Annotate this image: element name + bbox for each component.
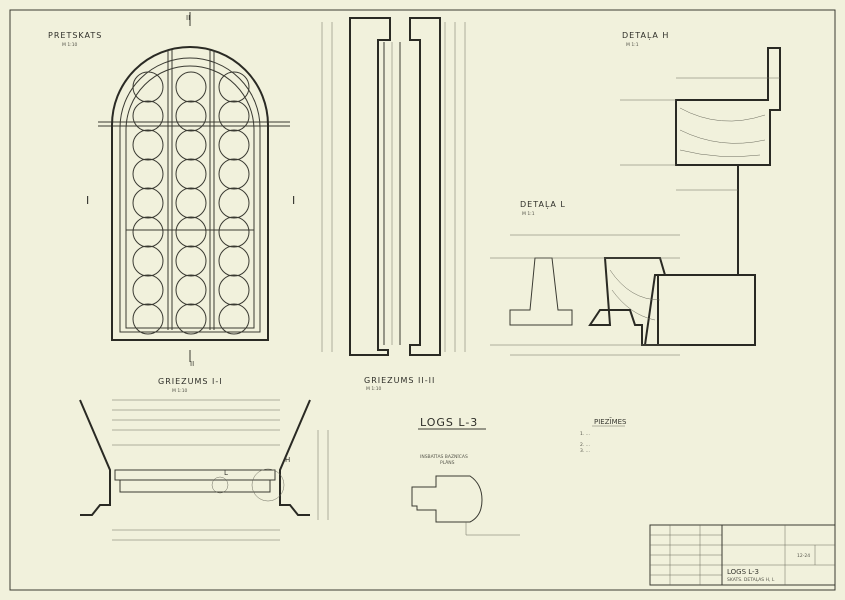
window-frame-outer [111,46,269,341]
glazing-circle [132,303,164,335]
detail-l-title: DETAĻA L [520,200,566,210]
section-mark-top: II [186,14,190,22]
glazing-circle [175,245,207,277]
title-block-drawing-sub: SKATS. DETAĻAS H, L [727,577,775,583]
section-2-scale: M 1:10 [366,386,382,392]
title-block: LOGS L-3 SKATS. DETAĻAS H, L 12-24 [649,524,836,586]
front-view: PRETSKATS M 1:10 II II I I [48,12,296,368]
detail-l-scale: M 1:1 [522,211,535,217]
glazing-circle [175,158,207,190]
glazing-circle [175,100,207,132]
glazing-circle [132,216,164,248]
glazing-circle [175,71,207,103]
section-mark-bottom: II [190,360,194,368]
marker-l: L [224,469,228,477]
window-glazing-circles [132,71,250,335]
sheet-border [9,9,836,591]
section-2-title: GRIEZUMS II-II [364,376,435,385]
glazing-circle [175,216,207,248]
section-mark-right: I [292,194,296,207]
church-plan-outline [411,475,483,523]
glazing-circle [218,274,250,306]
glazing-circle [218,100,250,132]
note-item: 1. ... [580,431,590,437]
title-block-drawing: LOGS L-3 [727,568,759,576]
plan-caption-1: INSBATĪAS BAZNĪCAS [420,453,468,460]
section-2-view: GRIEZUMS II-II M 1:10 [321,17,466,392]
window-plan-view: LOGS L-3 INSBATĪAS BAZNĪCAS PLĀNS [411,416,520,536]
glazing-circle [132,158,164,190]
glazing-circle [175,129,207,161]
glazing-circle [218,129,250,161]
plan-caption-2: PLĀNS [440,459,455,466]
note-item: 3. ... [580,448,590,454]
glazing-circle [132,129,164,161]
detail-l-view: DETAĻA L M 1:1 [490,200,756,356]
detail-h-scale: M 1:1 [626,42,639,48]
section-1-scale: M 1:10 [172,388,188,394]
glazing-circle [132,245,164,277]
note-item: 2. ... [580,442,590,448]
glazing-circle [218,245,250,277]
glazing-circle [132,71,164,103]
section-1-view: GRIEZUMS I-I M 1:10 L H [79,377,329,541]
glazing-circle [132,100,164,132]
glazing-circle [218,303,250,335]
title-block-sheet-number: 12-24 [797,553,810,559]
glazing-circle [218,158,250,190]
detail-h-title: DETAĻA H [622,31,669,41]
glazing-circle [132,274,164,306]
notes: PIEZĪMES 1. ... 2. ... 3. ... [580,417,627,454]
glazing-circle [132,187,164,219]
glazing-circle [218,71,250,103]
front-view-scale: M 1:10 [62,42,78,48]
front-view-title: PRETSKATS [48,31,102,40]
section-1-title: GRIEZUMS I-I [158,377,223,386]
glazing-circle [218,216,250,248]
section-mark-left: I [86,194,90,207]
glazing-circle [175,187,207,219]
marker-h: H [285,456,290,464]
window-title: LOGS L-3 [420,416,478,429]
glazing-circle [175,303,207,335]
glazing-circle [218,187,250,219]
notes-title: PIEZĪMES [594,417,627,426]
glazing-circle [175,274,207,306]
